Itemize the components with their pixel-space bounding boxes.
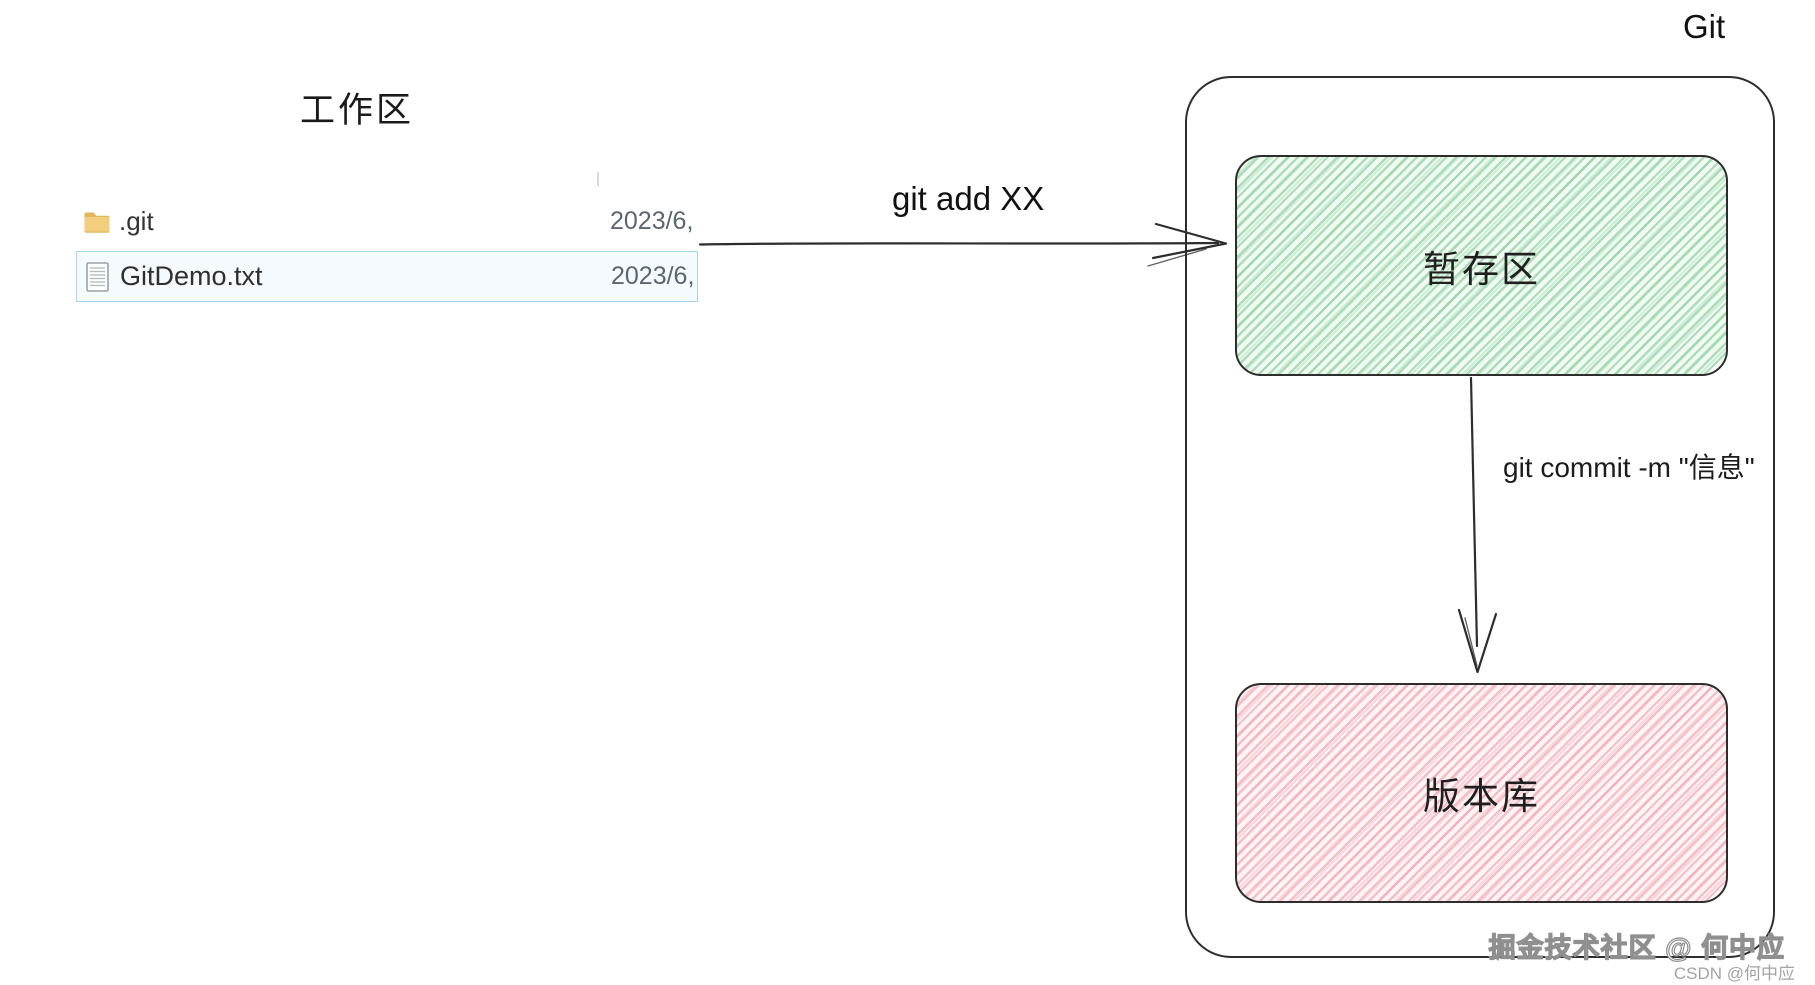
git-container-box	[1185, 76, 1775, 958]
working-area-title: 工作区	[300, 91, 415, 130]
git-add-command-label: git add XX	[892, 180, 1045, 217]
file-date: 2023/6,	[610, 207, 694, 235]
git-container-label: Git	[1683, 8, 1726, 45]
file-name: .git	[119, 206, 154, 236]
repository-label: 版本库	[1423, 776, 1540, 817]
staging-area-box: 暂存区	[1235, 155, 1728, 376]
file-date: 2023/6,	[611, 262, 695, 290]
git-commit-arrow	[1457, 376, 1498, 674]
file-row-git[interactable]: .git 2023/6,	[76, 196, 698, 247]
file-row-gitdemo-selected[interactable]: GitDemo.txt 2023/6,	[76, 251, 698, 302]
text-file-icon	[86, 261, 109, 292]
git-add-arrow	[698, 222, 1228, 267]
folder-icon	[83, 210, 111, 233]
csdn-watermark: CSDN @何中应	[1673, 964, 1795, 983]
file-name: GitDemo.txt	[120, 261, 263, 291]
repository-box: 版本库	[1235, 683, 1728, 903]
git-commit-command-label: git commit -m "信息"	[1503, 452, 1755, 483]
staging-area-label: 暂存区	[1423, 248, 1540, 290]
juejin-watermark: 掘金技术社区 @ 何中应	[1488, 932, 1785, 963]
column-divider-tick	[597, 172, 599, 186]
